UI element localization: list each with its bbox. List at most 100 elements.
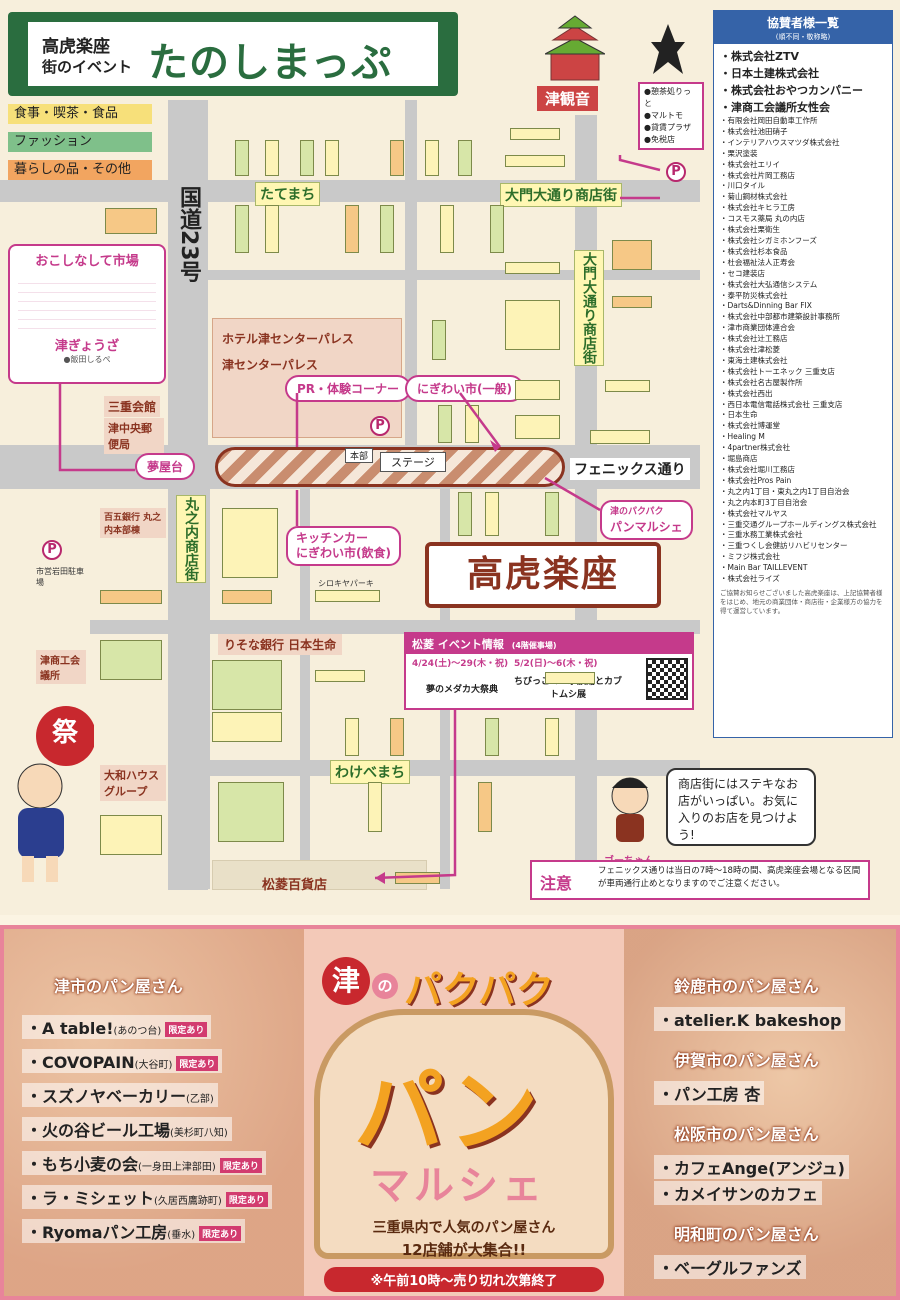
sponsor-item: ・株式会社名古屋製作所: [720, 377, 803, 387]
sponsor-item: ・丸之内本町3丁目自治会: [720, 497, 808, 507]
marche-title: マルシェ: [370, 1163, 546, 1209]
pakupaku: パクパク: [404, 968, 555, 1012]
bread-bg-right: [624, 929, 896, 1296]
caution-label: 注意: [540, 874, 573, 893]
title-sub-1: 高虎楽座: [42, 37, 110, 57]
sponsor-item: ・株式会社Pros Pain: [720, 475, 792, 485]
bakery-area: (乙部): [186, 1094, 214, 1105]
sponsor-item: ・インテリアハウスマツダ株式会社: [720, 137, 840, 147]
sponsor-item: ・株式会社大弘通信システム: [720, 279, 818, 289]
shop-block: [315, 590, 380, 602]
bakery-area: (大谷町): [134, 1060, 173, 1071]
bakery-name: ・スズノヤベーカリー: [26, 1087, 187, 1106]
sponsor-item: ・株式会社西出: [720, 388, 773, 398]
no-badge: の: [372, 973, 398, 999]
shop-block: [222, 508, 278, 578]
pan-title: パン: [354, 1060, 539, 1165]
bakery-area: (あのつ台): [113, 1026, 162, 1037]
sponsor-item: ・津商工会議所女性会: [720, 101, 830, 114]
shop-block: [390, 140, 404, 176]
wakebemachi-label: わけべまち: [330, 760, 410, 784]
sponsor-item: ・株式会社エリイ: [720, 159, 780, 169]
event-date-2: 5/2(日)～6(木・祝): [514, 659, 598, 669]
kannon-shop-list: ●憩茶処りっと ●マルトモ ●貸賃プラザ ●免税店: [638, 82, 704, 150]
sponsor-sub: (順不同・敬称略): [714, 32, 892, 44]
sponsor-item: ・4partner株式会社: [720, 443, 791, 453]
bakery-item: ・COVOPAIN(大谷町)限定あり: [22, 1049, 223, 1073]
shop-block: [590, 430, 650, 444]
limited-badge: 限定あり: [176, 1056, 219, 1071]
shop-block: [265, 140, 279, 176]
sponsor-item: ・株式会社キヒラ工房: [720, 203, 795, 213]
tsu-bakery-head: 津市のパン屋さん: [54, 977, 183, 996]
pan-line-2: パンマルシェ: [610, 520, 683, 534]
event-date-1: 4/24(土)～29(木・祝): [412, 659, 509, 669]
parking-icon-daimon: P: [666, 162, 686, 182]
sponsor-item: ・Healing M: [720, 432, 765, 442]
bakery-item: ・スズノヤベーカリー(乙部): [22, 1083, 218, 1107]
kannon-shop-4: ●免税店: [644, 135, 675, 144]
legend-fashion: ファッション: [8, 132, 152, 152]
bakery-item: ・火の谷ビール工場(美杉町八知): [22, 1117, 232, 1141]
shop-block: [105, 208, 157, 234]
bakery-item: ・パン工房 杏: [654, 1081, 765, 1105]
shop-block: [265, 205, 279, 253]
sponsor-item: ・川口タイル: [720, 181, 765, 191]
sponsor-item: ・株式会社池田硝子: [720, 126, 788, 136]
miegin-label: 三重会館: [104, 396, 161, 417]
road-mid3: [300, 489, 310, 889]
okoshi-title: おこしなして市場: [35, 254, 139, 269]
caution-text: フェニックス通りは当日の7時～18時の間、高虎楽座会場となる区間が車両通行止めと…: [598, 866, 861, 889]
kouchi-label: 津商工会議所: [36, 650, 86, 684]
parking-icon-center: P: [370, 416, 390, 436]
mascot-icon: [600, 770, 660, 850]
yume-pill: 夢屋台: [135, 453, 196, 480]
sponsor-item: ・株式会社おやつカンパニー: [720, 84, 863, 97]
bread-sub1: 三重県内で人気のパン屋さん: [372, 1220, 556, 1236]
marunouchi-label: 丸之内商店街: [176, 495, 206, 583]
shop-block: [440, 205, 454, 253]
bread-section: 津 の パクパク パン マルシェ 三重県内で人気のパン屋さん 12店舗が大集合!…: [0, 925, 900, 1300]
tsu-kannon-label: 津観音: [537, 86, 599, 111]
sponsor-item: ・津市商業団体連合会: [720, 323, 795, 333]
daimon-label: 大門大通り商店街: [500, 183, 622, 207]
resona-label: りそな銀行 日本生命: [218, 634, 343, 655]
shop-block: [478, 782, 492, 832]
area-bakery-head: 伊賀市のパン屋さん: [674, 1051, 819, 1070]
limited-badge: 限定あり: [165, 1022, 208, 1037]
shop-block: [345, 205, 359, 253]
shop-block: [515, 380, 560, 400]
sponsor-item: ・株式会社辻工務店: [720, 334, 788, 344]
area-bakery-head: 松阪市のパン屋さん: [674, 1125, 819, 1144]
shop-block: [222, 590, 272, 604]
sponsor-item: ・日本土建株式会社: [720, 67, 819, 80]
block-matsubishi: [212, 860, 427, 890]
legend-living: 暮らしの品・その他: [8, 160, 152, 180]
shop-block: [425, 140, 439, 176]
speech-bubble: 商店街にはステキなお店がいっぱい。お気に入りのお店を見つけよう!: [666, 768, 816, 846]
okoshi-note: ●飯田しるぺ: [63, 355, 111, 364]
bakery-item: ・Ryomaパン工房(垂水)限定あり: [22, 1219, 246, 1243]
bakery-item: ・atelier.K bakeshop: [654, 1007, 846, 1031]
kannon-shop-1: ●憩茶処りっと: [644, 87, 691, 108]
limited-badge: 限定あり: [225, 1192, 268, 1207]
shop-block: [510, 128, 560, 140]
bakery-item: ・カフェAnge(アンジュ): [654, 1155, 849, 1179]
shop-block: [212, 660, 282, 710]
shop-block: [100, 815, 162, 855]
bakery-area: (垂水): [167, 1230, 196, 1241]
castle-icon: [645, 22, 691, 82]
title-sub-2: 街のイベント: [42, 58, 133, 76]
sponsor-item: ・東海土建株式会社: [720, 355, 788, 365]
shop-block: [545, 718, 559, 756]
tsu-badge: 津: [322, 957, 370, 1005]
shop-block: [515, 415, 560, 439]
shop-block: [545, 672, 595, 684]
limited-badge: 限定あり: [219, 1158, 262, 1173]
sponsor-item: ・株式会社シガミホンフーズ: [720, 235, 817, 245]
bakery-name: ・Ryomaパン工房: [26, 1223, 168, 1242]
shop-block: [438, 405, 452, 443]
limited-badge: 限定あり: [199, 1226, 242, 1241]
sponsor-item: ・日本生命: [720, 410, 758, 420]
shop-block: [432, 320, 446, 360]
